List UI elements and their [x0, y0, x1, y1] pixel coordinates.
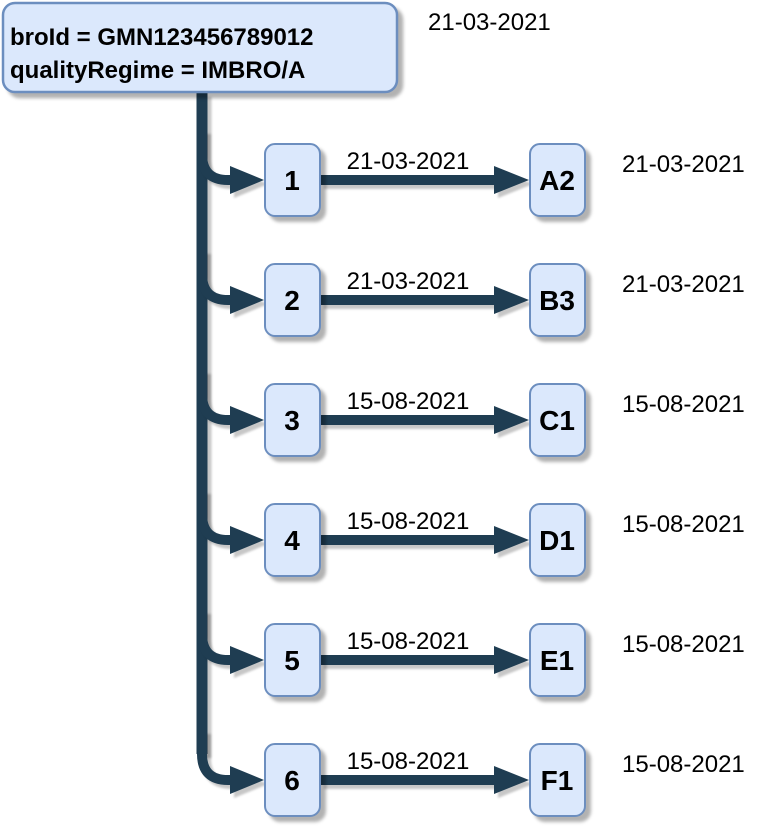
source-node-label: 1: [284, 165, 300, 196]
target-node: [529, 263, 586, 337]
link-arrowhead: [494, 406, 529, 434]
branch-edge: [197, 490, 231, 545]
tree-row: 6 15-08-2021 F1 15-08-2021: [197, 730, 745, 817]
root-line-2: qualityRegime = IMBRO/A: [10, 57, 305, 84]
link-arrowhead: [494, 286, 529, 314]
tree-row: 5 15-08-2021 E1 15-08-2021: [197, 610, 745, 697]
link-arrowhead: [494, 766, 529, 794]
right-date-label: 21-03-2021: [622, 151, 745, 178]
branch-arrowhead: [230, 166, 264, 194]
source-node: [264, 383, 321, 457]
source-node: [264, 623, 321, 697]
branch-arrowhead: [230, 406, 264, 434]
target-node-label: D1: [539, 525, 575, 556]
edge-date-label: 15-08-2021: [347, 508, 470, 535]
source-node: [264, 143, 321, 217]
target-node-label: A2: [539, 165, 575, 196]
link-arrowhead: [494, 166, 529, 194]
branch-arrowhead: [230, 766, 264, 794]
link-arrowhead: [494, 646, 529, 674]
target-node: [529, 743, 586, 817]
branch-edge: [197, 130, 231, 185]
target-node-label: E1: [540, 645, 574, 676]
target-node: [529, 383, 586, 457]
edge-date-label: 15-08-2021: [347, 388, 470, 415]
source-node: [264, 503, 321, 577]
branch-edge: [197, 610, 231, 665]
root-node-box: [1, 1, 399, 94]
target-node: [529, 503, 586, 577]
right-date-label: 15-08-2021: [622, 751, 745, 778]
source-node: [264, 743, 321, 817]
tree-row: 2 21-03-2021 B3 21-03-2021: [197, 250, 745, 337]
link-arrowhead: [494, 526, 529, 554]
source-node-label: 4: [284, 525, 300, 556]
right-date-label: 15-08-2021: [622, 391, 745, 418]
source-node-label: 6: [284, 765, 300, 796]
source-node-label: 2: [284, 285, 300, 316]
target-node-label: B3: [539, 285, 575, 316]
right-date-label: 15-08-2021: [622, 511, 745, 538]
branch-arrowhead: [230, 646, 264, 674]
tree-row: 3 15-08-2021 C1 15-08-2021: [197, 370, 745, 457]
root-date-label: 21-03-2021: [428, 9, 551, 36]
tree-row: 1 21-03-2021 A2 21-03-2021: [197, 130, 745, 217]
tree-row: 4 15-08-2021 D1 15-08-2021: [197, 490, 745, 577]
edge-date-label: 15-08-2021: [347, 748, 470, 775]
branch-arrowhead: [230, 526, 264, 554]
target-node-label: C1: [539, 405, 575, 436]
branch-edge: [197, 730, 231, 785]
source-node: [264, 263, 321, 337]
target-node: [529, 623, 586, 697]
edge-date-label: 15-08-2021: [347, 628, 470, 655]
edge-date-label: 21-03-2021: [347, 148, 470, 175]
branch-edge: [197, 370, 231, 425]
right-date-label: 21-03-2021: [622, 271, 745, 298]
right-date-label: 15-08-2021: [622, 631, 745, 658]
target-node: [529, 143, 586, 217]
source-node-label: 3: [284, 405, 300, 436]
target-node-label: F1: [541, 765, 574, 796]
root-line-1: broId = GMN123456789012: [10, 24, 314, 51]
branch-arrowhead: [230, 286, 264, 314]
edge-date-label: 21-03-2021: [347, 268, 470, 295]
root-node: broId = GMN123456789012 qualityRegime = …: [1, 1, 399, 94]
branch-edge: [197, 250, 231, 305]
source-node-label: 5: [284, 645, 300, 676]
